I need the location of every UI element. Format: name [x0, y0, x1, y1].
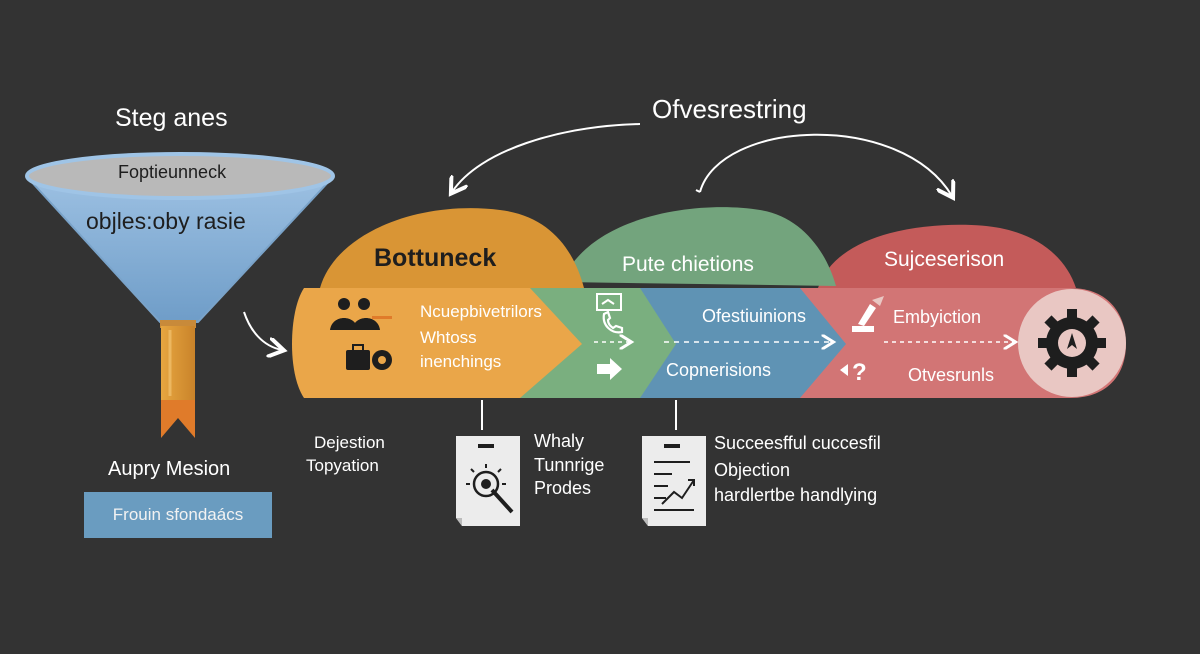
stage-2-title: Pute chietions: [622, 253, 754, 276]
note-left-line-1: Dejestion: [314, 433, 385, 452]
funnel-to-stage-arrow: [243, 311, 282, 350]
funnel-body-label: objles:oby rasie: [86, 208, 246, 234]
hand-pointer-icon: [852, 296, 884, 332]
note-right-line-2: Objection: [714, 460, 791, 480]
funnel-bottom-label: Aupry Mesion: [108, 458, 231, 480]
chart-document-icon: [642, 436, 706, 526]
question-icon: ?: [840, 359, 867, 386]
funnel-rim-label: Foptieunneck: [118, 162, 227, 182]
note-middle-line-3: Prodes: [534, 478, 592, 498]
briefcase-gear-icon: [346, 344, 392, 370]
top-label: Ofvesrestring: [652, 94, 807, 124]
funnel: [25, 152, 335, 438]
note-right-line-3: hardlertbe handlying: [714, 485, 878, 505]
stage-3-line-1: Embyiction: [893, 307, 982, 327]
note-middle-line-2: Tunnrige: [534, 455, 605, 475]
top-arrows: [452, 123, 952, 196]
note-left-line-2: Topyation: [306, 456, 379, 475]
arrow-right-icon: [597, 358, 622, 380]
funnel-caption-box: Frouin sfondaács: [84, 492, 272, 538]
stage-1-line-3: inenchings: [420, 352, 502, 371]
target-document-icon: [456, 436, 520, 526]
phone-icon: [602, 310, 624, 334]
stage-3-title: Sujceserison: [884, 248, 1005, 271]
stage-1-title: Bottuneck: [374, 244, 497, 272]
svg-text:?: ?: [852, 359, 867, 386]
people-icon: [330, 298, 392, 330]
funnel-caption-label: Frouin sfondaács: [112, 505, 244, 524]
stage-3-line-2: Otvesrunls: [908, 365, 995, 385]
note-middle-line-1: Whaly: [534, 431, 585, 451]
gear-icon: [1038, 309, 1106, 377]
funnel-title: Steg anes: [115, 104, 228, 132]
stage-2-line-1: Ofestiuinions: [702, 306, 807, 326]
presentation-icon: [596, 293, 622, 311]
stage-2-shape: [520, 207, 846, 398]
stage-1-line-2: Whtoss: [420, 328, 477, 347]
note-right-line-1: Succeesfful cuccesfil: [714, 433, 881, 453]
stage-2-line-2: Copnerisions: [666, 360, 772, 380]
stage-1-shape: [292, 208, 584, 398]
stage-1-line-1: Ncuepbivetrilors: [420, 302, 542, 321]
